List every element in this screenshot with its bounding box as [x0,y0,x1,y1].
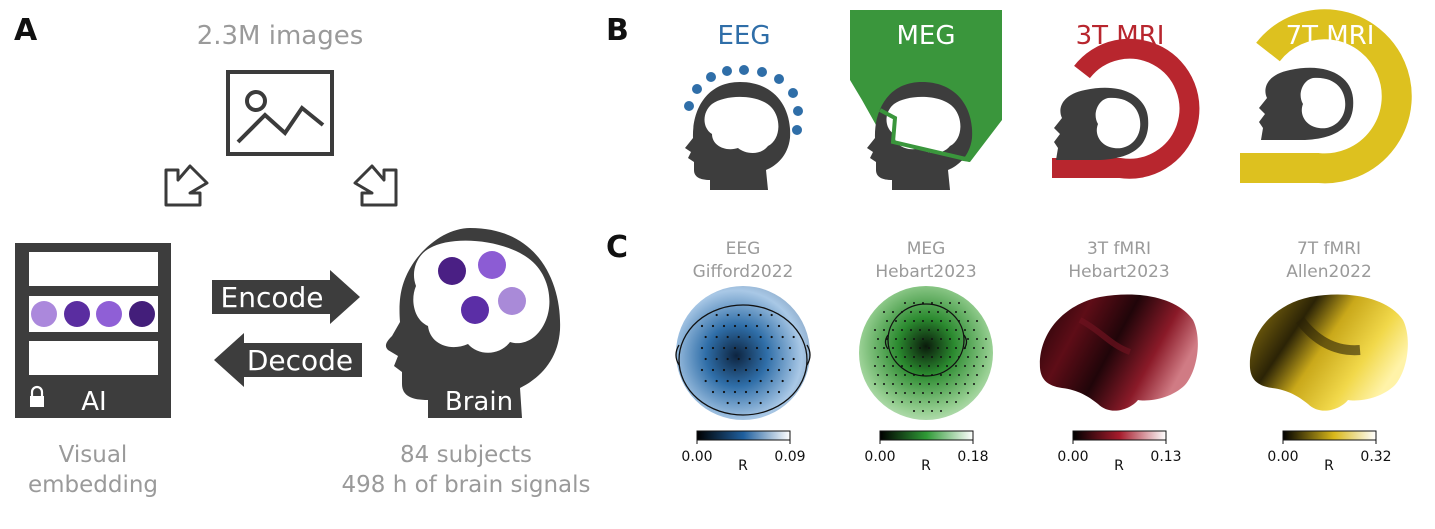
colorbar-7t: 0.00 0.32 R [1267,430,1392,474]
encode-label: Encode [221,281,324,314]
decode-label: Decode [247,344,353,377]
colorbar-3t-min: 0.00 [1057,449,1088,465]
map-3t-dataset: Hebart2023 [1068,262,1169,282]
subjects-caption-line1: 84 subjects [400,442,532,468]
embedding-dot-3 [96,301,122,327]
brain-dot-3 [461,296,489,324]
colorbar-meg-max: 0.18 [957,449,988,465]
colorbar-meg-axis: R [921,458,931,474]
brain-label: Brain [445,387,513,417]
embedding-dot-1 [31,301,57,327]
encode-arrow: Encode [212,270,360,324]
colorbar-3t: 0.00 0.13 R [1057,430,1182,474]
ai-label: AI [81,387,106,417]
map-7t-dataset: Allen2022 [1286,262,1372,282]
3t-mri-scanner-icon [1052,38,1200,179]
embedding-dot-2 [64,301,90,327]
panel-letter-c: C [606,230,628,265]
decode-arrow: Decode [214,333,362,387]
colorbar-eeg-max: 0.09 [774,449,805,465]
map-meg-dataset: Hebart2023 [875,262,976,282]
colorbar-3t-max: 0.13 [1150,449,1181,465]
3t-fmri-surface [1039,294,1198,411]
eeg-head-icon [684,65,803,190]
image-icon [226,70,334,156]
embedding-caption-line2: embedding [28,472,158,498]
modality-eeg-label: EEG [717,21,770,51]
colorbar-eeg: 0.00 0.09 R [681,430,806,474]
map-eeg-dataset: Gifford2022 [693,262,794,282]
map-7t-title: 7T fMRI [1297,239,1361,259]
colorbar-7t-min: 0.00 [1267,449,1298,465]
colorbar-7t-axis: R [1324,458,1334,474]
colorbar-eeg-axis: R [738,458,748,474]
images-count-label: 2.3M images [197,21,364,51]
modality-meg-label: MEG [896,21,955,51]
lock-icon [30,385,44,407]
head-icon [385,228,561,418]
7t-fmri-surface [1249,294,1408,411]
panel-letter-b: B [606,13,629,48]
map-3t-title: 3T fMRI [1087,239,1151,259]
map-eeg-title: EEG [726,239,761,259]
panel-letter-a: A [14,13,38,48]
arrow-to-ai-icon [164,164,209,207]
colorbar-eeg-min: 0.00 [681,449,712,465]
embedding-dot-4 [129,301,155,327]
arrow-to-brain-icon [353,164,398,207]
brain-dot-4 [498,287,526,315]
7t-mri-scanner-icon [1240,9,1412,184]
meg-head-icon [867,82,973,190]
subjects-caption-line2: 498 h of brain signals [341,472,590,498]
brain-dot-2 [478,251,506,279]
colorbar-3t-axis: R [1114,458,1124,474]
meg-topomap [859,286,993,420]
colorbar-meg-min: 0.00 [864,449,895,465]
embedding-caption-line1: Visual [59,442,128,468]
modality-7t-label: 7T MRI [1286,21,1375,51]
colorbar-7t-max: 0.32 [1360,449,1391,465]
eeg-topomap [675,286,811,420]
brain-dot-1 [438,257,466,285]
colorbar-meg: 0.00 0.18 R [864,430,989,474]
map-meg-title: MEG [907,239,946,259]
